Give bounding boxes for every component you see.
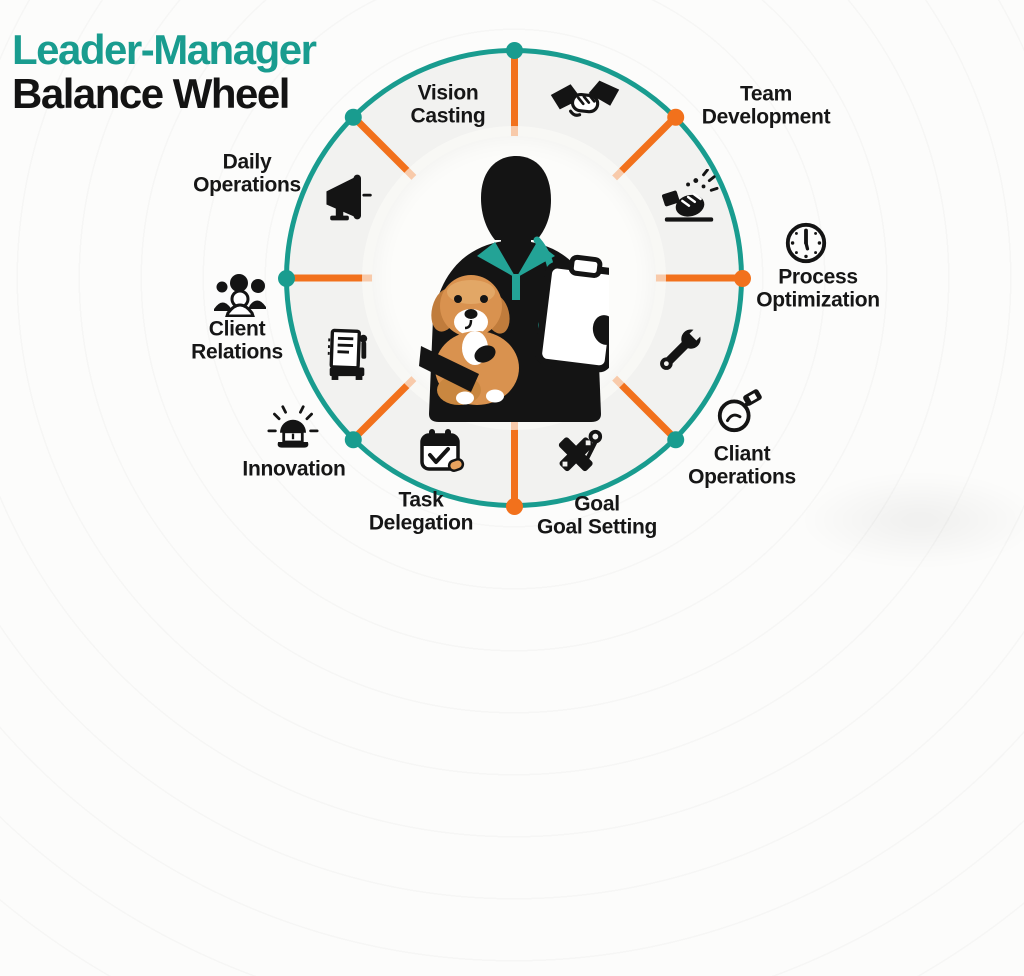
wheel-node [277,269,295,287]
wheel-spoke [510,50,518,140]
wheel-node [505,41,523,59]
handshake-icon [549,78,621,130]
celebration-hand-icon [661,168,719,227]
puppy [419,275,519,405]
innovation-lamp-icon [267,403,319,455]
wheel-spoke [286,274,376,282]
wheel-node [733,269,751,287]
wrench-icon [653,323,707,377]
gauge-icon [714,386,764,436]
crossed-tools-icon [551,425,605,479]
wheel-spoke [652,274,742,282]
people-icon [212,273,268,318]
segment-label-vision-casting: Vision Casting [410,81,486,127]
segment-label-process-optimization: Process Optimization [756,265,880,311]
segment-label-task-delegation: Task Delegation [368,488,474,534]
segment-label-client-relations: Client Relations [191,317,283,363]
page-title: Leader-Manager Balance Wheel [12,26,317,118]
segment-label-innovation: Innovation [242,457,346,481]
segment-label-daily-operations: Daily Operations [193,150,301,196]
segment-label-goal-setting: Goal Goal Setting [536,492,658,538]
calendar-check-icon [416,425,468,479]
title-line1: Leader-Manager [12,26,317,73]
segment-label-team-development: Team Development [701,82,831,128]
segment-label-cliant-operations: Cliant Operations [688,442,796,488]
wheel-node [505,497,523,515]
clock-icon [783,220,829,266]
wheel-spoke [510,416,518,506]
document-icon [322,327,372,381]
vet-with-dog-and-clipboard-illustration [419,156,609,422]
title-line2: Balance Wheel [12,70,290,118]
background-shadow [790,470,1024,570]
megaphone-icon [319,169,375,225]
